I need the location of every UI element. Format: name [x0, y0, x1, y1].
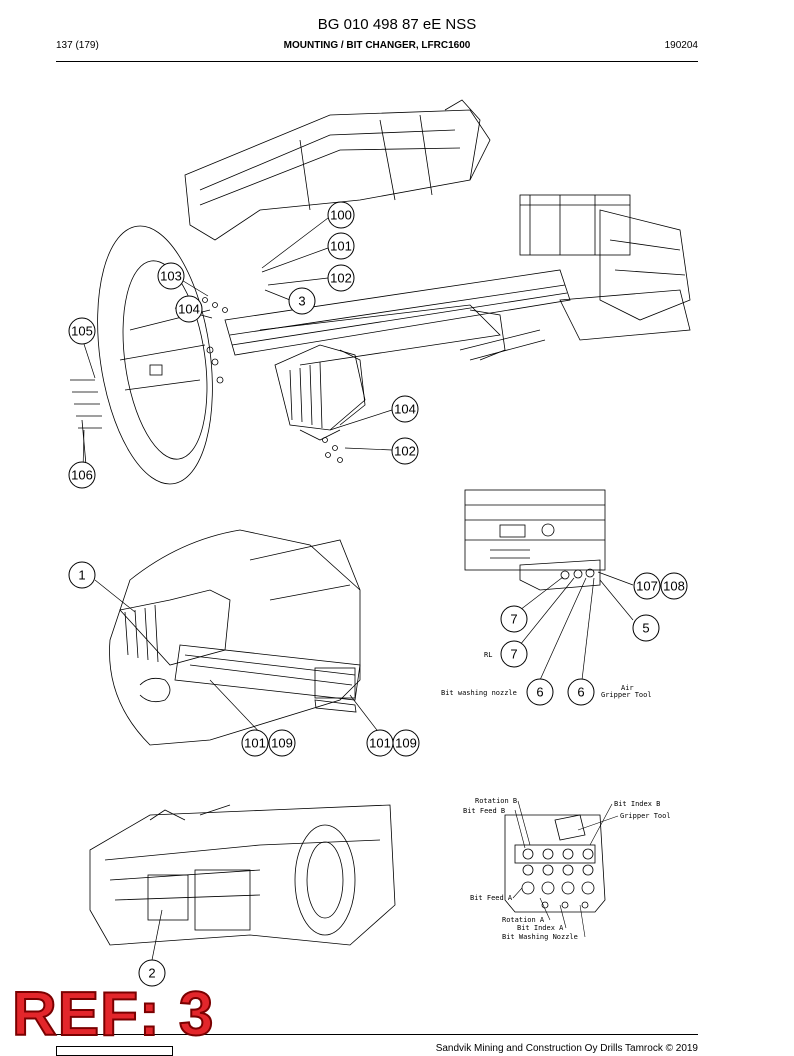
svg-text:103: 103 [160, 269, 182, 284]
label-rotation-b: Rotation B [475, 797, 517, 805]
label-bit-index-b: Bit Index B [614, 800, 660, 808]
svg-text:7: 7 [510, 612, 517, 627]
callout-3: 3 [288, 287, 316, 315]
document-title: BG 010 498 87 eE NSS [317, 16, 477, 33]
page-number: 137 (179) [56, 40, 99, 51]
footer-divider [56, 1034, 698, 1035]
label-rotation-a: Rotation A [502, 916, 545, 924]
label-air-gripper-tool: Gripper Tool [601, 691, 652, 699]
middle-right-drawing [464, 489, 606, 591]
callout-104-b: 104 [391, 395, 419, 423]
label-gripper-tool: Gripper Tool [620, 812, 671, 820]
svg-text:109: 109 [271, 736, 293, 751]
section-title: MOUNTING / BIT CHANGER, LFRC1600 [283, 40, 471, 51]
callout-108: 108 [660, 572, 688, 600]
svg-text:6: 6 [536, 685, 543, 700]
svg-text:108: 108 [663, 579, 685, 594]
label-rl: RL [484, 651, 492, 659]
callout-101: 101 [327, 232, 355, 260]
callout-103: 103 [157, 262, 185, 290]
callout-102: 102 [327, 264, 355, 292]
callout-109: 109 [268, 729, 296, 757]
svg-text:105: 105 [71, 324, 93, 339]
label-air: Air [621, 684, 634, 692]
callout-6: 6 [526, 678, 554, 706]
svg-text:101: 101 [244, 736, 266, 751]
label-bit-washing-nozzle-2: Bit Washing Nozzle [502, 933, 578, 941]
svg-text:101: 101 [330, 239, 352, 254]
label-bit-index-a: Bit Index A [517, 924, 564, 932]
svg-text:102: 102 [330, 271, 352, 286]
callout-102-b: 102 [391, 437, 419, 465]
svg-text:7: 7 [510, 647, 517, 662]
ref-stamp: REF: 3 [11, 980, 215, 1049]
callout-1: 1 [68, 561, 96, 589]
callout-100: 100 [327, 201, 355, 229]
middle-left-drawing [109, 529, 361, 746]
svg-text:102: 102 [394, 444, 416, 459]
callout-5: 5 [632, 614, 660, 642]
bottom-right-drawing [504, 814, 606, 913]
header-divider [56, 61, 698, 62]
callout-7: 7 [500, 605, 528, 633]
svg-text:104: 104 [394, 402, 416, 417]
svg-text:5: 5 [642, 621, 649, 636]
footer-copyright: Sandvik Mining and Construction Oy Drill… [435, 1043, 698, 1054]
svg-text:6: 6 [577, 685, 584, 700]
callout-109-b: 109 [392, 729, 420, 757]
callout-101-c: 101 [241, 729, 269, 757]
bottom-left-drawing [89, 804, 396, 946]
callout-104: 104 [175, 295, 203, 323]
callout-2: 2 [138, 959, 166, 987]
document-date: 190204 [664, 40, 698, 51]
svg-text:109: 109 [395, 736, 417, 751]
svg-text:3: 3 [298, 294, 305, 309]
callout-7-b: 7 [500, 640, 528, 668]
svg-text:1: 1 [78, 568, 85, 583]
svg-text:104: 104 [178, 302, 200, 317]
svg-text:101: 101 [369, 736, 391, 751]
label-bit-washing-nozzle: Bit washing nozzle [441, 689, 517, 697]
label-bit-feed-a: Bit Feed A [470, 894, 513, 902]
svg-text:107: 107 [636, 579, 658, 594]
callout-101-d: 101 [366, 729, 394, 757]
svg-text:2: 2 [148, 966, 155, 981]
svg-text:106: 106 [71, 468, 93, 483]
svg-text:100: 100 [330, 208, 352, 223]
callout-106: 106 [68, 461, 96, 489]
callout-6-b: 6 [567, 678, 595, 706]
callout-105: 105 [68, 317, 96, 345]
callout-107: 107 [633, 572, 661, 600]
upper-assembly-drawing [70, 99, 691, 485]
label-bit-feed-b: Bit Feed B [463, 807, 505, 815]
